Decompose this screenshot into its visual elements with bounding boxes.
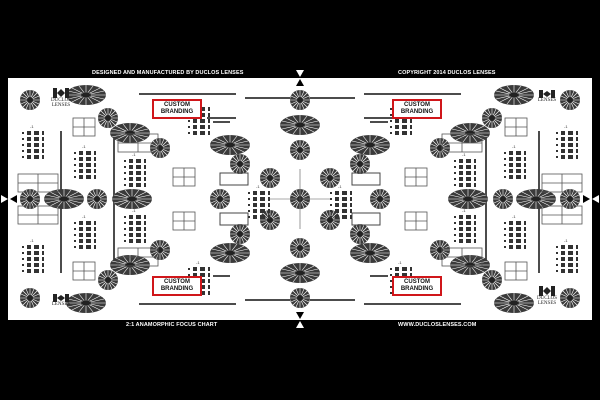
focus-chart: -1 — [8, 78, 592, 320]
top-left-caption: DESIGNED AND MANUFACTURED BY DUCLOS LENS… — [92, 70, 244, 76]
logo-icon — [539, 90, 555, 98]
logo-icon — [539, 286, 555, 296]
alignment-marker-right — [583, 195, 599, 203]
alignment-marker-left — [1, 195, 17, 203]
logo-icon — [53, 88, 69, 98]
top-right-caption: COPYRIGHT 2014 DUCLOS LENSES — [398, 70, 496, 76]
bottom-right-caption: WWW.DUCLOSLENSES.COM — [398, 322, 477, 328]
duclos-logo-top-right: LENSES — [532, 90, 562, 112]
chart-pattern: -1 — [17, 84, 583, 314]
logo-icon — [53, 294, 69, 302]
duclos-logo-bottom-left: LENSES — [46, 294, 76, 316]
bottom-left-caption: 2:1 ANAMORPHIC FOCUS CHART — [126, 322, 218, 328]
alignment-marker-bottom — [296, 312, 304, 328]
alignment-marker-top — [296, 70, 304, 86]
